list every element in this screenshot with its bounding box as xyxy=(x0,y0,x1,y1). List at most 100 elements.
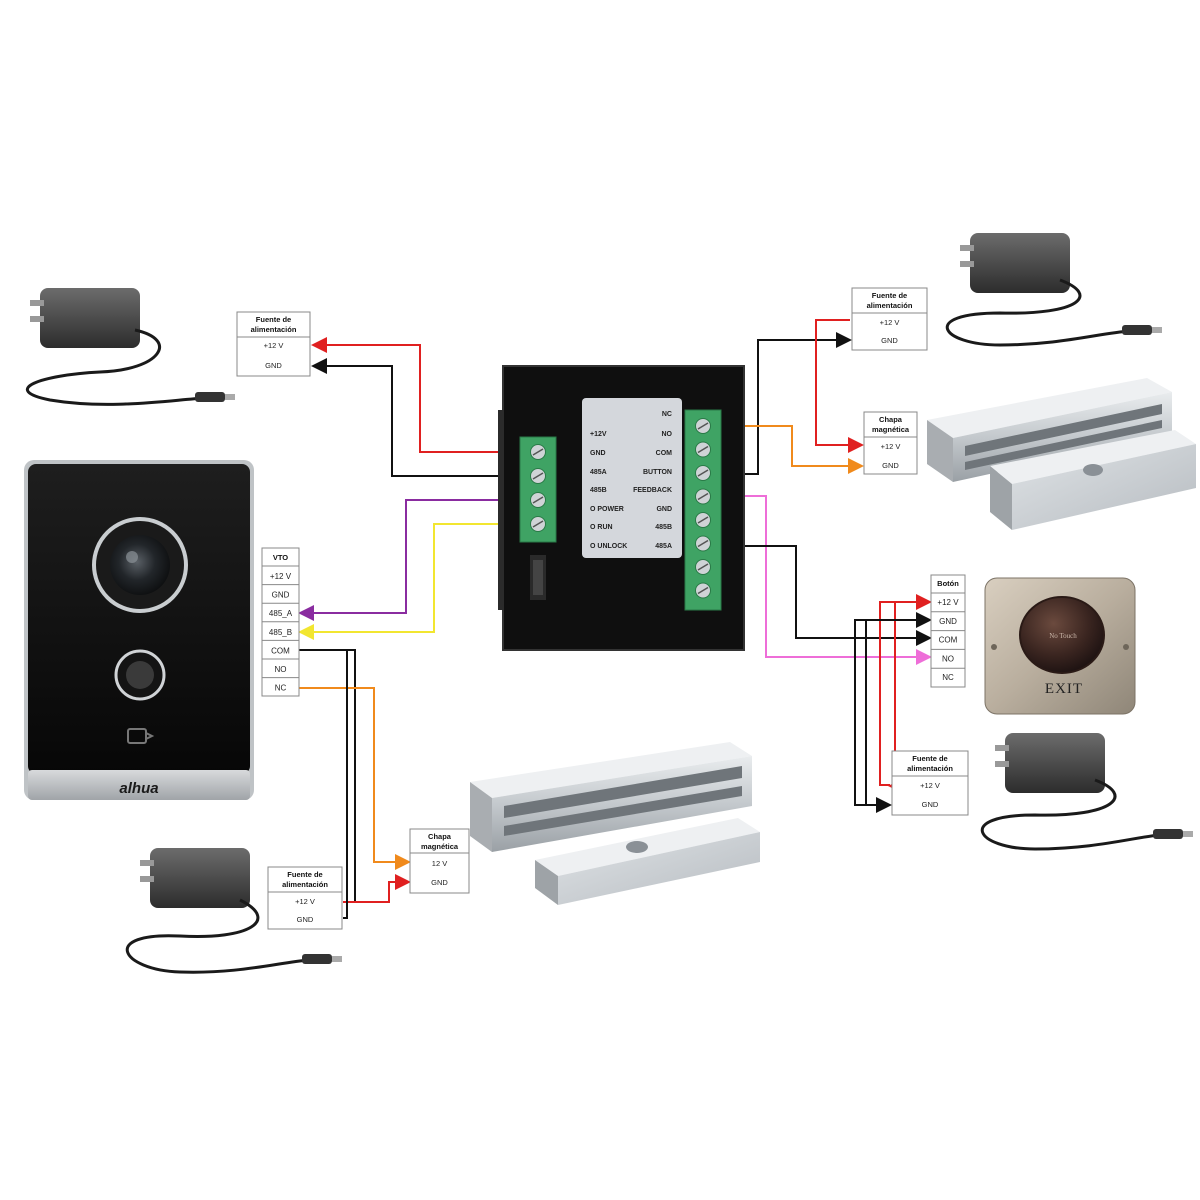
wire-485a-vto xyxy=(298,499,530,621)
module-label: O RUN xyxy=(590,524,613,531)
terminal-screw-icon xyxy=(695,418,711,434)
terminal-screw-icon xyxy=(530,444,546,460)
panel-title: magnética xyxy=(872,425,910,434)
panel-title: Chapa xyxy=(428,832,452,841)
panel-row: 485_A xyxy=(269,609,293,618)
panel-row: 485_B xyxy=(269,628,292,637)
exit-button-label: EXIT xyxy=(1045,681,1083,697)
wire-power-psu-tr-lock xyxy=(815,319,864,453)
doorbell-device: alhua xyxy=(24,460,254,800)
panel-psu-bottom-right: Fuente de alimentación +12 V GND xyxy=(891,750,969,816)
panel-row: +12 V xyxy=(920,781,940,790)
module-labels-right: NC NO COM BUTTON FEEDBACK GND 485B 485A xyxy=(633,411,672,550)
module-label: GND xyxy=(590,450,606,457)
panel-psu-bottom-left: Fuente de alimentación +12 V GND xyxy=(267,866,343,930)
panel-row: GND xyxy=(881,336,898,345)
panel-title: magnética xyxy=(421,842,459,851)
terminal-screw-icon xyxy=(695,582,711,599)
wire-power-psu-bl-lock xyxy=(343,874,411,903)
wire-module-gnd-button-com xyxy=(702,545,932,646)
panel-row: GND xyxy=(297,915,314,924)
panel-row: GND xyxy=(922,800,939,809)
terminal-screw-icon xyxy=(695,535,711,552)
module-label: O UNLOCK xyxy=(590,543,627,550)
panel-row: +12 V xyxy=(880,318,900,327)
panel-title: alimentación xyxy=(867,301,913,310)
magnetic-lock-bottom xyxy=(470,742,760,905)
module-label: BUTTON xyxy=(643,469,672,476)
module-label: 485B xyxy=(590,487,607,494)
touch-sensor-icon xyxy=(1019,596,1105,674)
terminal-screw-icon xyxy=(695,441,711,458)
panel-row: +12 V xyxy=(270,572,292,581)
panel-row: GND xyxy=(272,591,290,600)
magnetic-lock-right xyxy=(927,378,1196,530)
panel-lock-bottom: Chapa magnética 12 V GND xyxy=(409,828,470,894)
panel-title: alimentación xyxy=(251,325,297,334)
module-label-plate xyxy=(582,398,682,558)
power-adapter-bottom-left xyxy=(126,848,342,974)
panel-title: alimentación xyxy=(282,880,328,889)
doorbell-brand-logo: alhua xyxy=(119,780,158,797)
panel-title: Fuente de xyxy=(287,870,322,879)
panel-title: Fuente de xyxy=(872,291,907,300)
panel-row: +12 V xyxy=(937,598,959,607)
panel-title: VTO xyxy=(273,553,288,562)
terminal-block-left xyxy=(519,436,557,543)
terminal-screw-icon xyxy=(530,492,546,508)
module-label: NO xyxy=(662,431,673,438)
module-label: 485B xyxy=(655,524,672,531)
power-adapter-top-left xyxy=(25,288,235,406)
terminal-screw-icon xyxy=(695,512,711,528)
power-adapter-top-right xyxy=(946,233,1162,347)
terminal-screw-icon xyxy=(530,516,546,532)
panel-row: +12 V xyxy=(295,897,315,906)
wire-485b-vto xyxy=(298,523,530,640)
panel-row: COM xyxy=(271,646,290,655)
card-reader-icon xyxy=(127,728,155,744)
wire-ground-button-psu-br xyxy=(854,619,930,813)
terminal-screw-icon xyxy=(695,465,711,481)
module-label: FEEDBACK xyxy=(633,487,672,494)
module-label: 485A xyxy=(590,469,607,476)
panel-row: COM xyxy=(939,636,958,645)
terminal-block-right xyxy=(684,409,722,611)
wire-power-psu-tl xyxy=(311,337,530,453)
panel-title: Botón xyxy=(937,579,959,588)
panel-row: 12 V xyxy=(432,859,447,868)
wire-ground-psu-bl xyxy=(343,650,348,919)
exit-button-touch-text: No Touch xyxy=(1049,632,1077,640)
panel-vto: VTO +12 V GND 485_A 485_B COM NO NC xyxy=(261,547,300,697)
panel-row: GND xyxy=(882,461,899,470)
exit-button-device: No Touch EXIT xyxy=(984,577,1136,715)
module-label: NC xyxy=(662,411,672,418)
terminal-screw-icon xyxy=(530,468,546,484)
panel-title: Chapa xyxy=(879,415,903,424)
panel-title: Fuente de xyxy=(912,754,947,763)
module-label: O POWER xyxy=(590,506,624,513)
module-label: 485A xyxy=(655,543,672,550)
module-label: +12V xyxy=(590,431,607,438)
panel-title: Fuente de xyxy=(256,315,291,324)
wire-vto-nc-lock xyxy=(299,687,411,870)
panel-row: GND xyxy=(939,617,957,626)
terminal-screw-icon xyxy=(695,559,711,575)
panel-row: NO xyxy=(942,654,954,663)
terminal-screw-icon xyxy=(695,488,711,505)
module-label: GND xyxy=(656,506,672,513)
power-adapter-bottom-right xyxy=(981,733,1193,851)
panel-psu-top-right: Fuente de alimentación +12 V GND xyxy=(851,287,928,351)
access-control-module: +12V GND 485A 485B O POWER O RUN O UNLOC… xyxy=(498,365,745,651)
panel-title: alimentación xyxy=(907,764,953,773)
panel-row: +12 V xyxy=(881,442,901,451)
wire-module-no-lock xyxy=(702,425,864,474)
panel-row: GND xyxy=(431,878,448,887)
panel-row: NC xyxy=(275,684,287,693)
module-label: COM xyxy=(656,450,673,457)
panel-row: NO xyxy=(275,665,287,674)
panel-psu-top-left: Fuente de alimentación +12 V GND xyxy=(236,311,311,377)
panel-row: NC xyxy=(942,673,954,682)
panel-lock-right: Chapa magnética +12 V GND xyxy=(863,411,918,475)
panel-row: GND xyxy=(265,361,282,370)
